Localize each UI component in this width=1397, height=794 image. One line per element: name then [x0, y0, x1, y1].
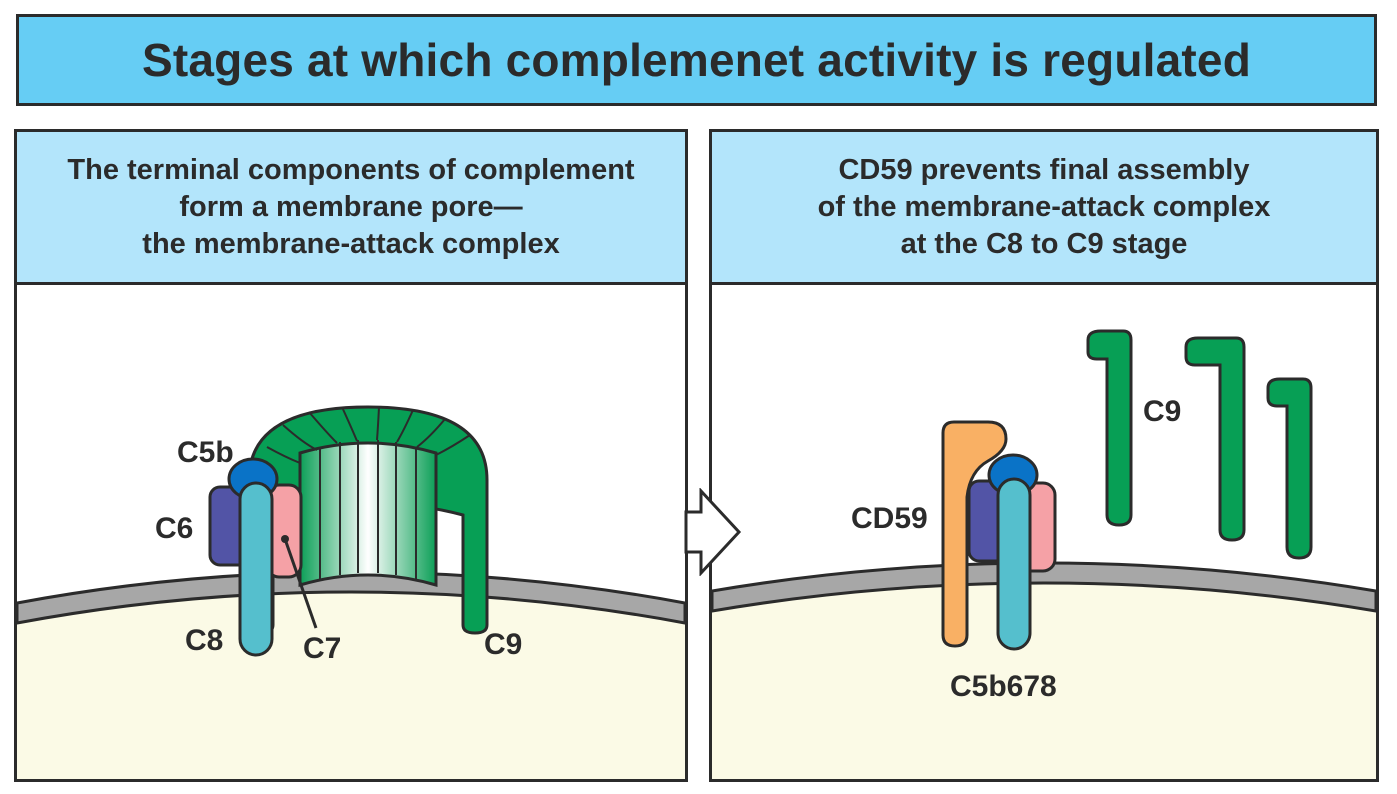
c5b-label: C5b: [177, 436, 234, 469]
right-panel: CD59 prevents final assembly of the memb…: [709, 129, 1379, 782]
c7-label: C7: [303, 632, 341, 665]
membrane: [712, 561, 1376, 613]
c9-molecule-2: [1184, 336, 1246, 542]
c9-pore-lumen: [298, 441, 438, 588]
cell-interior: [712, 574, 1376, 779]
right-arrow-icon: [684, 488, 742, 576]
left-panel: The terminal components of complement fo…: [14, 129, 688, 782]
left-panel-header: The terminal components of complement fo…: [17, 132, 685, 285]
c9-molecule-3: [1266, 377, 1313, 560]
c5b678-label: C5b678: [950, 670, 1057, 703]
left-caption-line-2: form a membrane pore—: [179, 190, 523, 223]
cd59-protein: [941, 420, 1008, 648]
pore-strips: [319, 440, 417, 579]
page-title: Stages at which complemenet activity is …: [141, 34, 1252, 86]
c9-label: C9: [1143, 395, 1181, 428]
c9-label: C9: [484, 628, 522, 661]
title-bar: Stages at which complemenet activity is …: [16, 14, 1377, 106]
left-caption-line-1: The terminal components of complement: [67, 153, 635, 186]
left-caption-line-3: the membrane-attack complex: [142, 227, 560, 260]
left-scene: C5b C6 C8 C7 C9: [17, 405, 685, 779]
right-caption-line-3: at the C8 to C9 stage: [900, 227, 1188, 260]
rim-segments: [266, 406, 471, 464]
right-caption-line-1: CD59 prevents final assembly: [838, 153, 1250, 186]
c7-pointer-line: [283, 538, 318, 629]
c9-molecule-1: [1086, 329, 1133, 527]
cd59-label: CD59: [851, 502, 928, 535]
c8-label: C8: [185, 624, 223, 657]
c8-protein: [996, 477, 1032, 651]
c6-label: C6: [155, 512, 193, 545]
right-scene: CD59 C9 C5b678: [712, 329, 1376, 779]
cell-interior: [17, 582, 685, 779]
right-caption-line-2: of the membrane-attack complex: [817, 190, 1271, 223]
right-panel-header: CD59 prevents final assembly of the memb…: [712, 132, 1376, 285]
c8-protein: [238, 481, 274, 657]
